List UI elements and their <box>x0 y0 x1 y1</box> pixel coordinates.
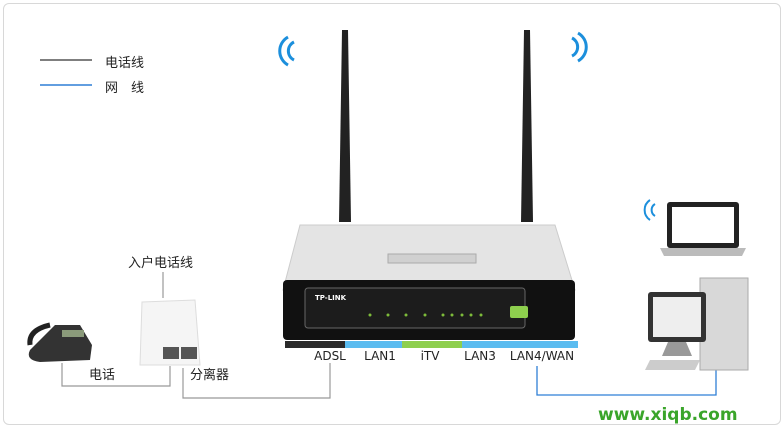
antenna-left <box>339 30 351 222</box>
network-wire <box>536 366 717 396</box>
splitter-to-adsl-wire <box>182 363 331 399</box>
wifi-icon <box>278 31 656 221</box>
port-label-adsl: ADSL <box>314 349 346 363</box>
legend-network-line-label: 网 线 <box>105 81 145 96</box>
port-label-lan3: LAN3 <box>464 349 496 363</box>
port-strip <box>285 341 578 348</box>
legend-phone-line-label: 电话线 <box>105 56 145 71</box>
phone-wire <box>61 363 171 387</box>
splitter-label: 分离器 <box>190 368 230 383</box>
router: TP-LINK <box>282 224 576 340</box>
port-label-lan1: LAN1 <box>364 349 396 363</box>
port-label-itv: iTV <box>420 349 440 363</box>
watermark: www.xiqb.com <box>598 405 738 425</box>
frame <box>3 3 781 425</box>
computer-icon <box>645 277 749 371</box>
incoming-line-label: 入户电话线 <box>128 256 194 271</box>
router-brand: TP-LINK <box>315 294 347 302</box>
laptop-icon <box>660 202 746 256</box>
phone-label: 电话 <box>89 368 116 383</box>
splitter-icon <box>139 299 201 366</box>
antenna-right <box>521 30 533 222</box>
telephone-icon <box>27 322 92 362</box>
port-label-lan4-wan: LAN4/WAN <box>509 349 575 363</box>
